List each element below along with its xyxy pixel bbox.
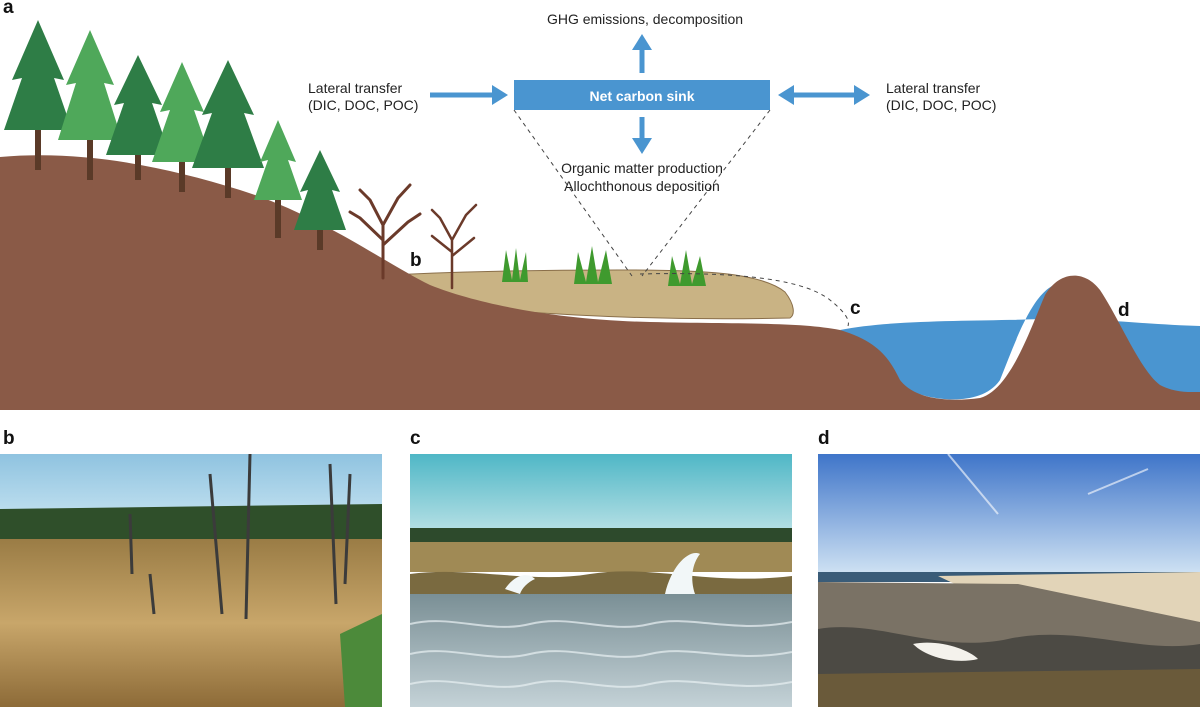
marsh-grass xyxy=(502,246,706,286)
forest-trees xyxy=(4,20,346,250)
net-carbon-sink-label: Net carbon sink xyxy=(589,88,694,104)
production-line1: Organic matter production xyxy=(561,160,723,176)
lateral-right-line2: (DIC, DOC, POC) xyxy=(886,97,996,113)
marker-b: b xyxy=(410,250,422,271)
marker-d: d xyxy=(1118,300,1130,321)
net-carbon-sink-box xyxy=(514,80,770,110)
panel-label-b: b xyxy=(3,428,15,449)
eroding-marsh-edge-photo xyxy=(410,454,792,707)
lateral-left-line1: Lateral transfer xyxy=(308,80,402,96)
lateral-left-line2: (DIC, DOC, POC) xyxy=(308,97,418,113)
panel-label-a: a xyxy=(3,0,14,18)
dashed-guides xyxy=(513,109,849,327)
water-body xyxy=(840,282,1200,400)
marsh-ghost-forest-photo xyxy=(0,454,382,707)
relict-marsh-beach-photo xyxy=(818,454,1200,707)
dead-trees xyxy=(348,183,478,290)
carbon-sink-schematic: Net carbon sink GHG emissions, decomposi… xyxy=(0,11,1200,410)
ghg-label: GHG emissions, decomposition xyxy=(547,11,743,27)
production-line2: Allochthonous deposition xyxy=(564,178,720,194)
panel-label-c: c xyxy=(410,428,421,449)
marker-c: c xyxy=(850,298,861,319)
panel-label-d: d xyxy=(818,428,830,449)
flux-arrows xyxy=(430,34,870,154)
lateral-right-line1: Lateral transfer xyxy=(886,80,980,96)
